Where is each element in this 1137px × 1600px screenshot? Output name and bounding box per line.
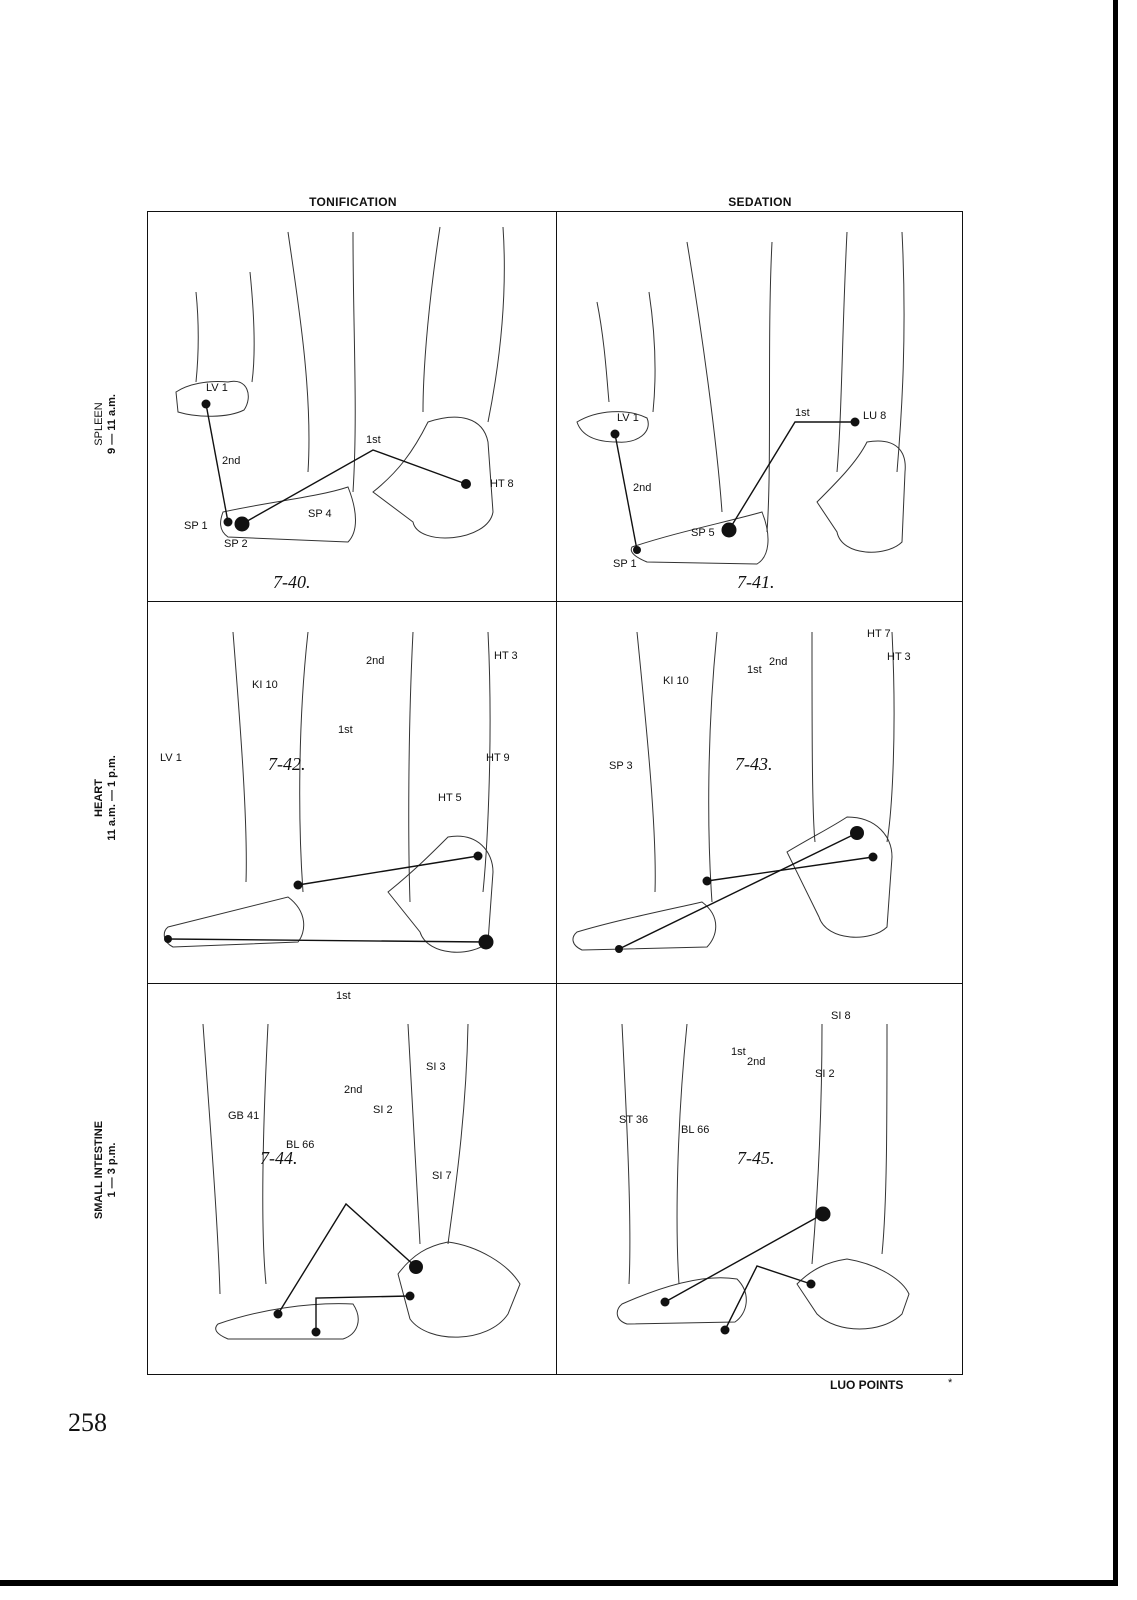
page-number: 258: [68, 1408, 107, 1437]
connection-lines-7-42: [164, 851, 494, 950]
figure-7-42: KI 10 HT 3 HT 5 LV 1 HT 9 2nd 1st 7-42.: [148, 602, 556, 983]
point-gb41-label: GB 41: [228, 1110, 260, 1122]
step-label-2nd: 2nd: [222, 455, 241, 467]
illustration-7-41: [576, 231, 906, 565]
grid-divider-row-1: [148, 601, 962, 602]
point-lu8-label: LU 8: [863, 410, 887, 422]
point-sp3-label: SP 3: [609, 760, 633, 772]
scan-edge-right: [1113, 0, 1118, 1582]
figure-7-40: LV 1 SP 1 SP 2 SP 4 HT 8 2nd 1st 7-40.: [148, 212, 556, 601]
connection-lines-7-45: [660, 1206, 831, 1335]
figure-number-7-40: 7-40.: [273, 572, 311, 592]
row-title-heart: HEART: [93, 779, 105, 817]
figure-7-44: SI 7 SI 3 SI 2 GB 41 BL 66 1st 2nd 7-44.: [148, 984, 556, 1374]
row-label-heart: HEART 11 a.m. — 1 p.m.: [86, 755, 126, 841]
point-sp1-label: SP 1: [184, 520, 208, 532]
point-sp1-label: SP 1: [613, 558, 637, 570]
luo-points-legend: LUO POINTS: [830, 1378, 904, 1392]
step-label-2nd: 2nd: [769, 656, 788, 668]
row-label-spleen: SPLEEN 9 — 11 a.m.: [86, 394, 126, 454]
figure-number-7-42: 7-42.: [268, 754, 306, 774]
connection-lines-7-44: [273, 1202, 423, 1337]
connection-lines-7-41: [610, 417, 860, 554]
step-label-2nd: 2nd: [747, 1056, 766, 1068]
luo-points-symbol: *: [948, 1377, 953, 1389]
row-title-spleen: SPLEEN: [93, 402, 105, 446]
grid-divider-row-2: [148, 983, 962, 984]
point-lv1-label: LV 1: [160, 752, 182, 764]
connection-lines-7-43: [615, 826, 878, 953]
step-label-1st: 1st: [731, 1046, 746, 1058]
row-time-spleen: 9 — 11 a.m.: [106, 394, 118, 454]
column-header-sedation: SEDATION: [728, 195, 792, 209]
figure-grid: LV 1 SP 1 SP 2 SP 4 HT 8 2nd 1st 7-40.: [147, 211, 963, 1375]
row-time-heart: 11 a.m. — 1 p.m.: [106, 755, 118, 841]
point-ki10-label: KI 10: [252, 679, 278, 691]
figure-7-45: SI 8 ST 36 SI 2 BL 66 1st 2nd 7-45.: [557, 984, 964, 1374]
figure-7-41: LV 1 SP 1 SP 5 LU 8 2nd 1st 7-41.: [557, 212, 964, 601]
point-ht3-label: HT 3: [494, 650, 518, 662]
step-label-2nd: 2nd: [366, 655, 385, 667]
grid-divider-vertical: [556, 212, 557, 1374]
point-sp4-luo-label: SP 4: [308, 508, 332, 520]
step-label-1st: 1st: [336, 990, 351, 1002]
step-label-1st: 1st: [795, 407, 810, 419]
figure-number-7-44: 7-44.: [260, 1148, 298, 1168]
connection-lines-7-40: [201, 399, 471, 532]
column-header-tonification: TONIFICATION: [309, 195, 397, 209]
illustration-7-45: [616, 1023, 910, 1330]
point-si2-label: SI 2: [373, 1104, 393, 1116]
point-si2-label: SI 2: [815, 1068, 835, 1080]
point-ht9-label: HT 9: [486, 752, 510, 764]
point-ht3-label: HT 3: [887, 651, 911, 663]
step-label-1st: 1st: [747, 664, 762, 676]
figure-number-7-41: 7-41.: [737, 572, 775, 592]
figure-number-7-43: 7-43.: [735, 754, 773, 774]
illustration-7-43: [572, 631, 895, 951]
point-lv1-label: LV 1: [617, 412, 639, 424]
row-title-small-intestine: SMALL INTESTINE: [93, 1120, 106, 1220]
row-label-small-intestine: SMALL INTESTINE 1 — 3 p.m.: [86, 1121, 126, 1219]
point-ht8-label: HT 8: [490, 478, 514, 490]
point-bl66-label: BL 66: [286, 1139, 315, 1151]
step-label-2nd: 2nd: [344, 1084, 363, 1096]
scan-edge-bottom: [0, 1580, 1118, 1586]
point-ki10-label: KI 10: [663, 675, 689, 687]
illustration-7-42: [163, 631, 494, 953]
point-bl66-label: BL 66: [681, 1124, 710, 1136]
illustration-7-44: [202, 1023, 521, 1340]
point-lv1-label: LV 1: [206, 382, 228, 394]
point-si3-label: SI 3: [426, 1061, 446, 1073]
step-label-2nd: 2nd: [633, 482, 652, 494]
point-ht7-label: HT 7: [867, 628, 891, 640]
point-st36-label: ST 36: [619, 1114, 649, 1126]
point-si7-luo-label: SI 7: [432, 1170, 452, 1182]
point-ht5-luo-label: HT 5: [438, 792, 462, 804]
point-sp2-label: SP 2: [224, 538, 248, 550]
point-sp5-label: SP 5: [691, 527, 715, 539]
figure-number-7-45: 7-45.: [737, 1148, 775, 1168]
illustration-7-40: [175, 226, 505, 543]
step-label-1st: 1st: [366, 434, 381, 446]
row-time-small-intestine: 1 — 3 p.m.: [106, 1142, 119, 1198]
step-label-1st: 1st: [338, 724, 353, 736]
figure-7-43: KI 10 HT 3 HT 7 SP 3 2nd 1st 7-43.: [557, 602, 964, 983]
point-si8-label: SI 8: [831, 1010, 851, 1022]
